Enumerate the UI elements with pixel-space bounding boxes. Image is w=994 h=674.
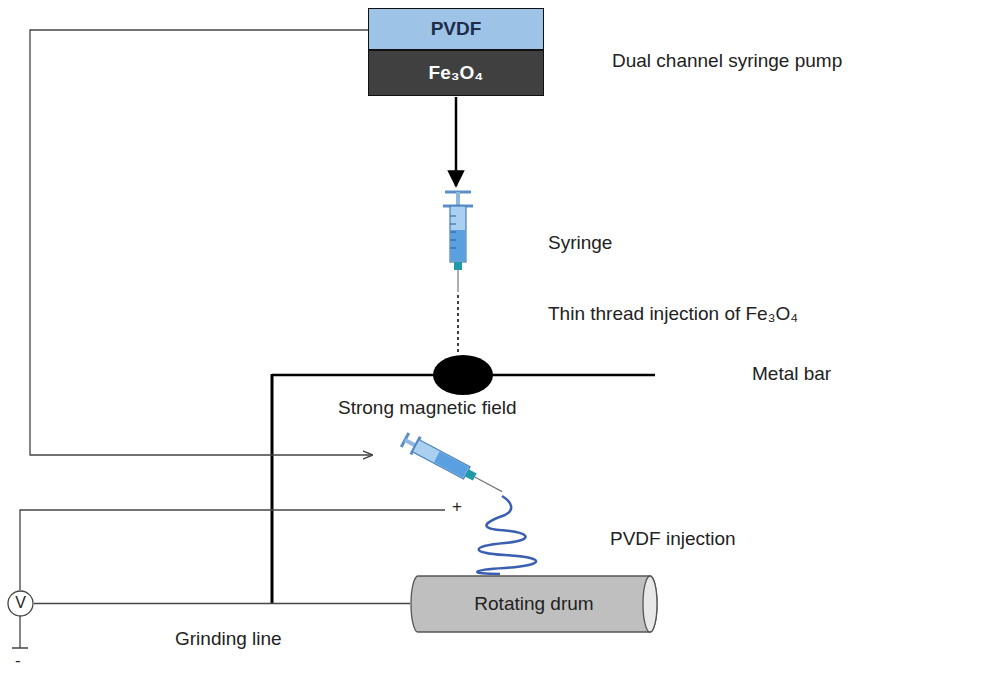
node-text: V [15, 594, 26, 612]
fiber-spiral [477, 496, 536, 574]
wire [34, 603, 410, 604]
pvdf-channel: PVDF [368, 8, 544, 50]
node-text: Rotating drum [474, 593, 593, 615]
positive-wire [20, 510, 445, 590]
rotating-drum: Rotating drum [410, 575, 658, 633]
thin-thread [457, 295, 459, 354]
fe3o4-syringe [443, 192, 473, 292]
magnet-label: Strong magnetic field [338, 397, 517, 419]
grinding-line-label: Grinding line [175, 628, 282, 650]
ground-line [271, 374, 274, 604]
pvdf-feed-wire [30, 30, 372, 455]
node-text: Fe₃O₄ [429, 62, 484, 84]
voltage-source: V [7, 590, 34, 617]
earth-symbol [12, 647, 28, 649]
earth-wire [19, 616, 20, 648]
feed-arrow [455, 97, 458, 186]
pvdf-injection-label: PVDF injection [610, 528, 736, 550]
metal-bar-label: Metal bar [752, 363, 831, 385]
pump-label: Dual channel syringe pump [612, 50, 842, 72]
thread-label: Thin thread injection of Fe₃O₄ [548, 303, 798, 325]
magnet [433, 355, 493, 395]
node-text: PVDF [431, 18, 482, 40]
pvdf-syringe [400, 431, 507, 500]
polarity-sign: - [15, 651, 21, 671]
polarity-sign: + [452, 497, 462, 517]
fe3o4-channel: Fe₃O₄ [368, 50, 544, 96]
syringe-label: Syringe [548, 232, 612, 254]
